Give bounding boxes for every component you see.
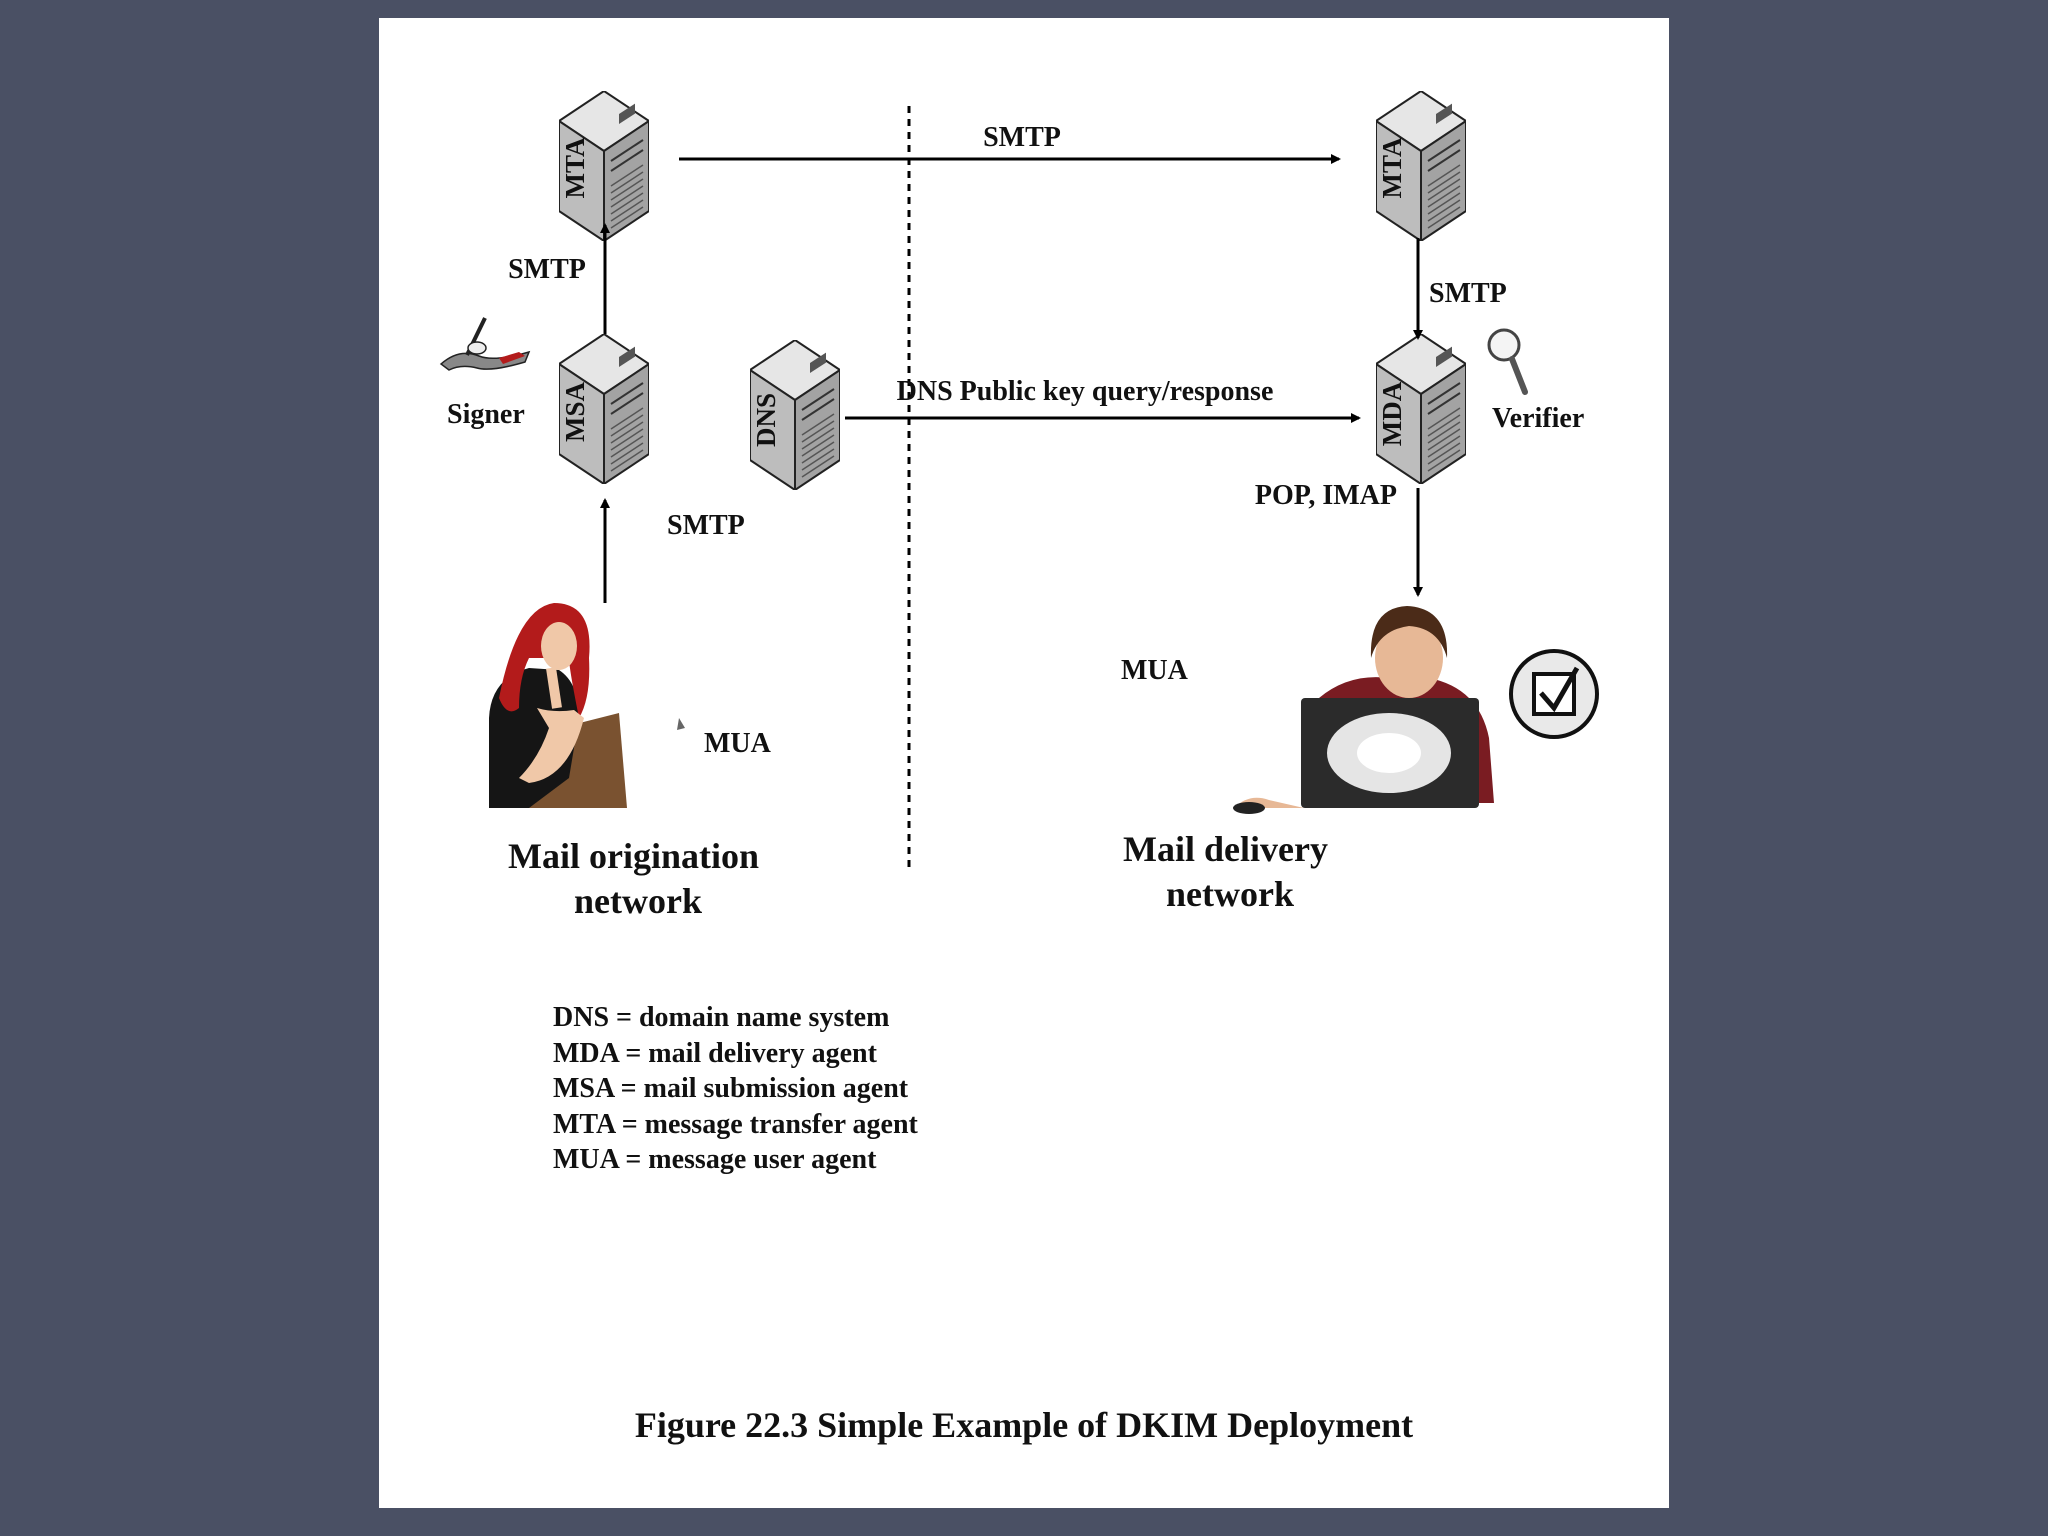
mta-right-server: MTA (1376, 91, 1466, 241)
sender-person-illustration (489, 603, 685, 808)
delivery-network-title: Mail delivery network (1123, 829, 1337, 914)
figure-caption: Figure 22.3 Simple Example of DKIM Deplo… (634, 1405, 1414, 1445)
recipient-person-illustration (1233, 606, 1494, 814)
msa-label: MSA (560, 382, 590, 443)
origination-network-title: Mail origination network (508, 836, 768, 921)
msa-server: MSA (559, 334, 649, 484)
dns-server: DNS (750, 340, 840, 490)
mda-label: MDA (1377, 381, 1407, 446)
legend-item: MTA = message transfer agent (553, 1108, 918, 1140)
mta-left-server: MTA (559, 91, 649, 241)
legend: DNS = domain name system MDA = mail deli… (553, 1000, 918, 1178)
mua-right-label: MUA (1121, 655, 1189, 686)
mta-right-label: MTA (1377, 137, 1407, 198)
legend-item: MUA = message user agent (553, 1144, 877, 1175)
mta-left-label: MTA (560, 137, 590, 198)
mua-left-label: MUA (704, 728, 772, 759)
legend-item: DNS = domain name system (553, 1002, 890, 1033)
signer-label: Signer (447, 399, 525, 430)
pop-imap-label: POP, IMAP (1255, 480, 1397, 511)
legend-item: MDA = mail delivery agent (553, 1037, 877, 1069)
smtp-top-label: SMTP (983, 122, 1061, 153)
dns-label: DNS (751, 393, 781, 447)
dns-query-label: DNS Public key query/response (897, 376, 1274, 407)
verified-checkbox-icon (1509, 649, 1599, 739)
verifier-label: Verifier (1492, 403, 1584, 434)
figure-page: MTA MSA DNS MTA MDA (379, 18, 1669, 1508)
smtp-left-lower-label: SMTP (667, 510, 745, 541)
smtp-right-label: SMTP (1429, 278, 1507, 309)
dkim-diagram: MTA MSA DNS MTA MDA (439, 91, 1599, 921)
verifier-magnifier-icon (1487, 328, 1528, 395)
mda-server: MDA (1376, 334, 1466, 484)
legend-item: MSA = mail submission agent (553, 1073, 909, 1104)
smtp-left-upper-label: SMTP (508, 254, 586, 285)
signer-pen-icon (439, 317, 531, 371)
